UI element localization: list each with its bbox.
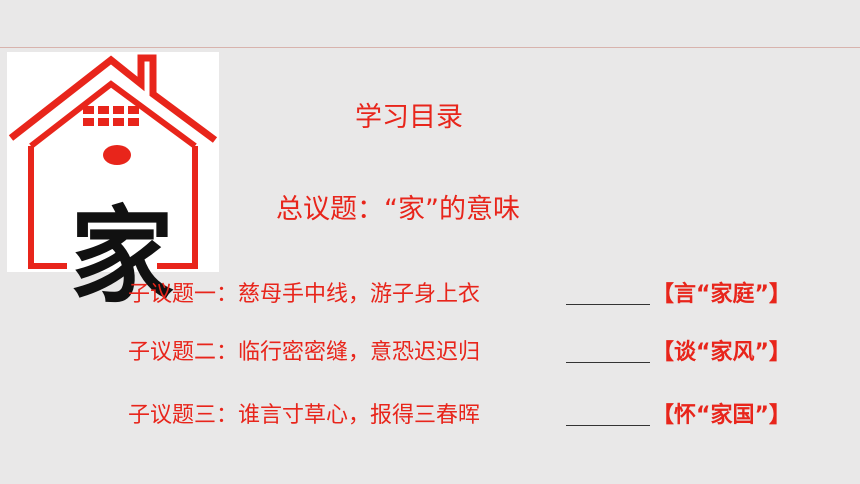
subtopic-1: 子议题一：慈母手中线，游子身上衣 【言“家庭”】: [128, 279, 828, 311]
house-logo: 家: [7, 52, 219, 317]
subtopic-tag: 【言“家庭”】: [652, 282, 791, 307]
subtopic-2: 子议题二：临行密密缝，意恐迟迟归 【谈“家风”】: [128, 337, 828, 369]
subtopic-text: 子议题三：谁言寸草心，报得三春晖: [128, 403, 481, 428]
page-title: 学习目录: [355, 102, 463, 133]
subtopic-tag: 【谈“家风”】: [652, 340, 791, 365]
top-divider: [0, 47, 860, 48]
house-icon: [8, 54, 218, 269]
main-topic: 总议题：“家”的意味: [276, 194, 520, 225]
subtopic-text: 子议题二：临行密密缝，意恐迟迟归: [128, 340, 481, 365]
connector-line: [566, 425, 650, 426]
logo-character: 家: [69, 195, 174, 317]
subtopic-tag: 【怀“家国”】: [652, 403, 791, 428]
subtopic-3: 子议题三：谁言寸草心，报得三春晖 【怀“家国”】: [128, 400, 828, 432]
subtopic-text: 子议题一：慈母手中线，游子身上衣: [128, 282, 481, 307]
connector-line: [566, 304, 650, 305]
connector-line: [566, 362, 650, 363]
